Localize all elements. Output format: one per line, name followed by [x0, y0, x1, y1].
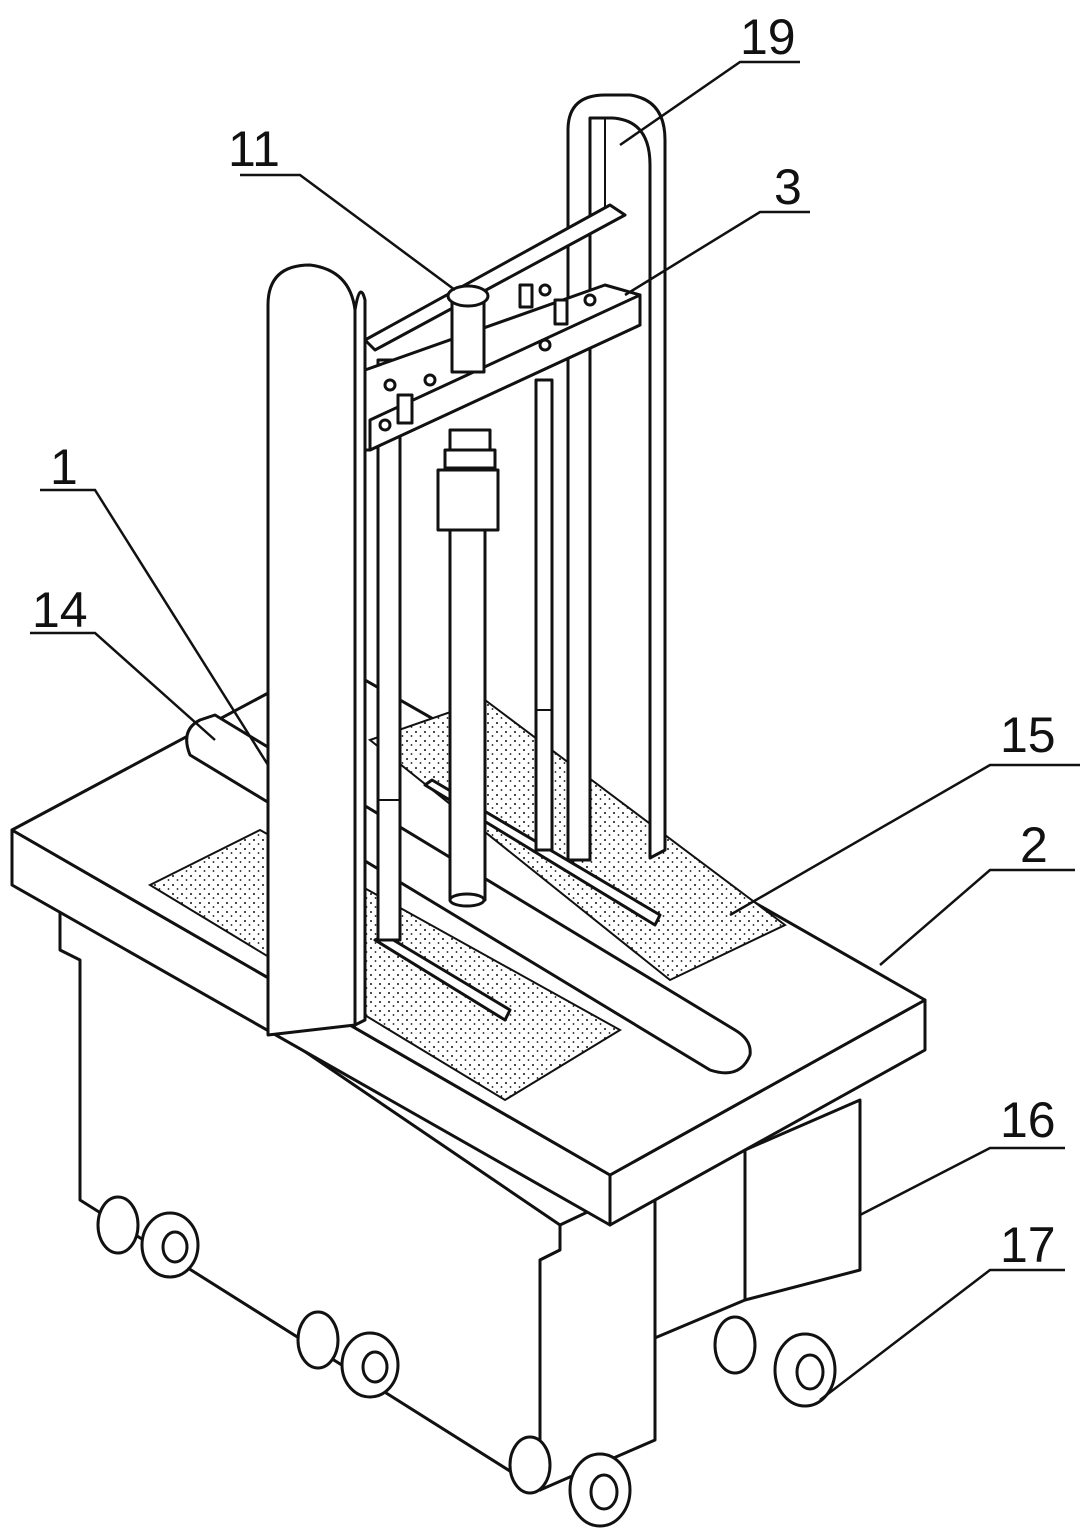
left-column [268, 265, 365, 1035]
label-19: 19 [740, 12, 796, 62]
label-14: 14 [32, 585, 88, 635]
label-2: 2 [1020, 820, 1048, 870]
label-15: 15 [1000, 710, 1056, 760]
wheel-4-17 [715, 1317, 835, 1406]
label-1: 1 [50, 442, 78, 492]
label-16: 16 [1000, 1095, 1056, 1145]
label-3: 3 [774, 162, 802, 212]
label-17: 17 [1000, 1220, 1056, 1270]
handwheel [448, 286, 488, 372]
crossbar [365, 205, 640, 450]
label-11: 11 [228, 124, 280, 174]
